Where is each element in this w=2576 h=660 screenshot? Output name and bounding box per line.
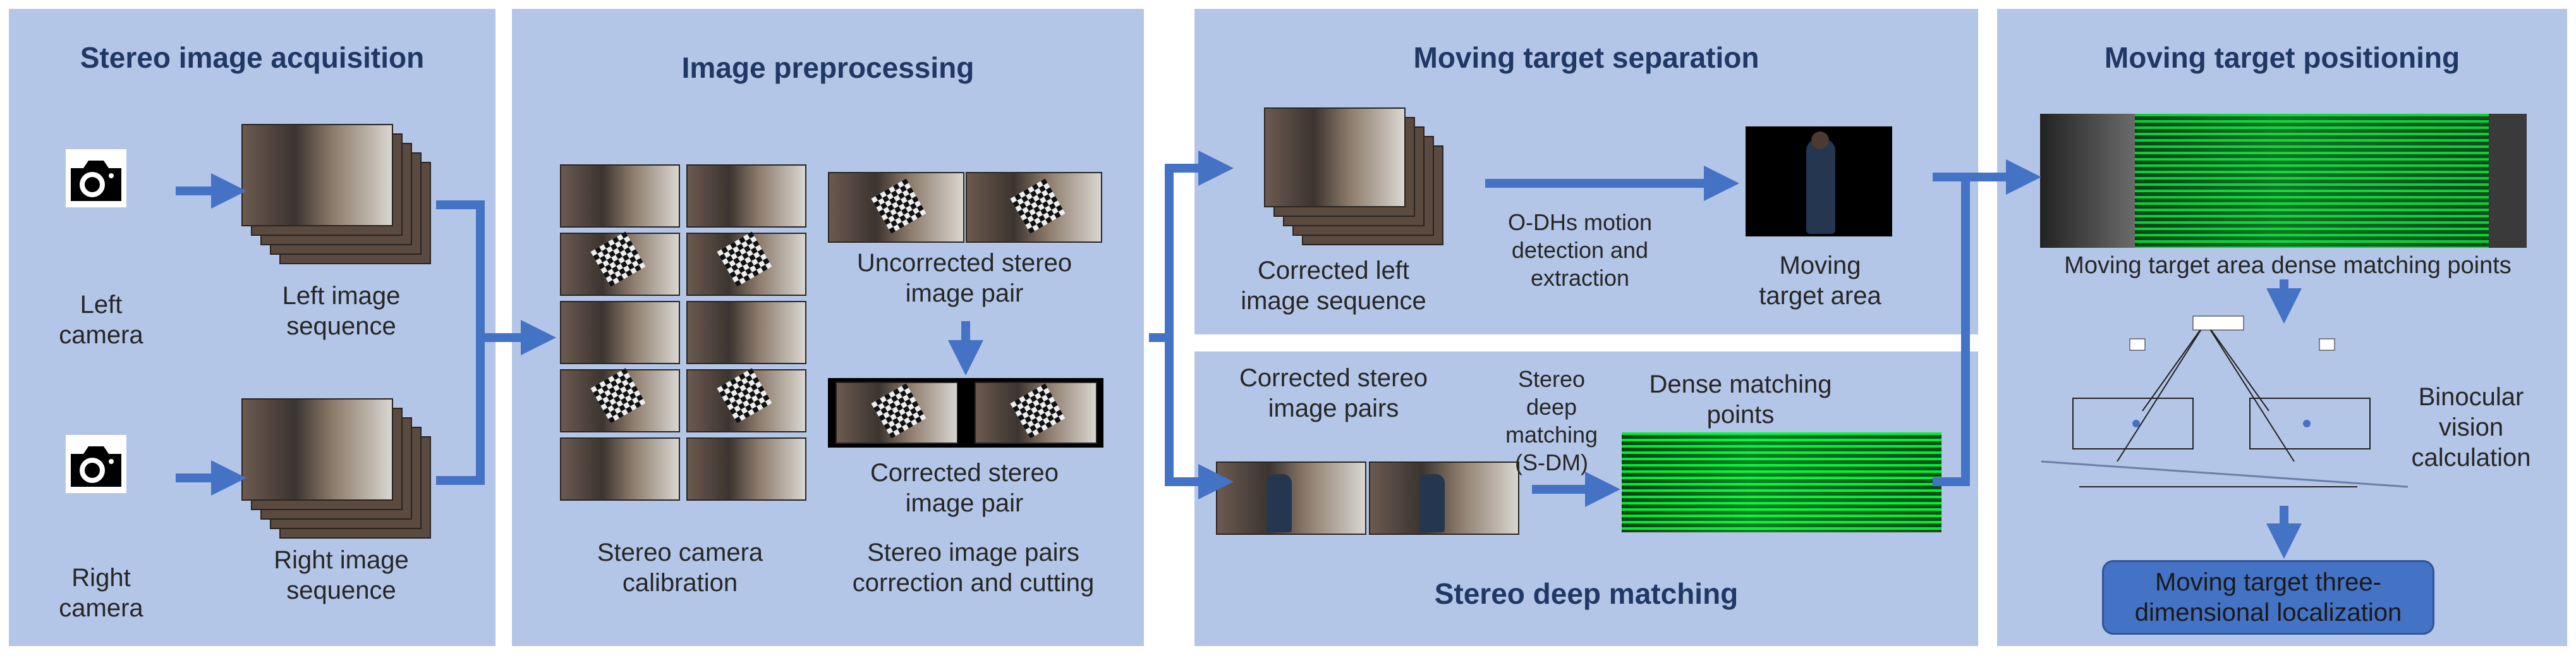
dense-points-label: Dense matching points bbox=[1649, 370, 1832, 429]
left-camera-icon bbox=[66, 149, 126, 207]
calibration-label: Stereo camera calibration bbox=[597, 539, 763, 597]
panel-title: Moving target positioning bbox=[2104, 41, 2460, 74]
target-area-label: Moving target area bbox=[1759, 252, 1881, 310]
arrow-to-separation bbox=[1165, 150, 1234, 338]
corrected-left-label: Corrected left image sequence bbox=[1241, 257, 1426, 315]
dense-matching-points-image bbox=[1622, 432, 1941, 532]
dense-area-label: Moving target area dense matching points bbox=[2064, 252, 2512, 279]
binocular-geometry-diagram bbox=[2041, 315, 2408, 488]
arrow-merge-acquisition bbox=[436, 200, 485, 485]
uncorrected-label: Uncorrected stereo image pair bbox=[856, 249, 1072, 307]
panel-title: Stereo image acquisition bbox=[80, 41, 425, 74]
corrected-pair-label: Corrected stereo image pair bbox=[870, 459, 1059, 517]
binocular-label: Binocular vision calculation bbox=[2411, 383, 2531, 472]
localization-box: Moving target three-dimensional localiza… bbox=[2102, 560, 2434, 635]
moving-target-area-image bbox=[1746, 126, 1892, 236]
left-camera-label: Left camera bbox=[59, 291, 143, 349]
sdm-label: Stereo deep matching (S-DM) bbox=[1505, 366, 1598, 475]
arrow-merge-positioning bbox=[1933, 173, 1970, 486]
right-camera-icon bbox=[66, 435, 126, 493]
corrected-pairs-label: Corrected stereo image pairs bbox=[1239, 364, 1428, 422]
uncorrected-image-pair bbox=[828, 172, 1102, 243]
calibration-image-grid bbox=[560, 164, 806, 501]
arrow-to-deep-matching bbox=[1165, 338, 1234, 499]
left-sequence-label: Left image sequence bbox=[282, 282, 401, 340]
right-sequence-label: Right image sequence bbox=[274, 546, 409, 604]
panel-title: Stereo deep matching bbox=[1434, 577, 1739, 610]
panel-stereo-acquisition: Stereo image acquisition bbox=[9, 9, 495, 646]
corrected-image-pair bbox=[828, 378, 1103, 448]
right-camera-label: Right camera bbox=[59, 564, 143, 622]
localization-label: Moving target three-dimensional localiza… bbox=[2134, 568, 2402, 626]
panel-title: Moving target separation bbox=[1413, 41, 1759, 74]
corrected-stereo-pairs-image bbox=[1216, 461, 1519, 535]
odhs-label: O-DHs motion detection and extraction bbox=[1507, 209, 1653, 291]
panel-title: Image preprocessing bbox=[681, 51, 975, 84]
correction-label: Stereo image pairs correction and cuttin… bbox=[852, 539, 1095, 597]
dense-area-image bbox=[2040, 114, 2527, 248]
